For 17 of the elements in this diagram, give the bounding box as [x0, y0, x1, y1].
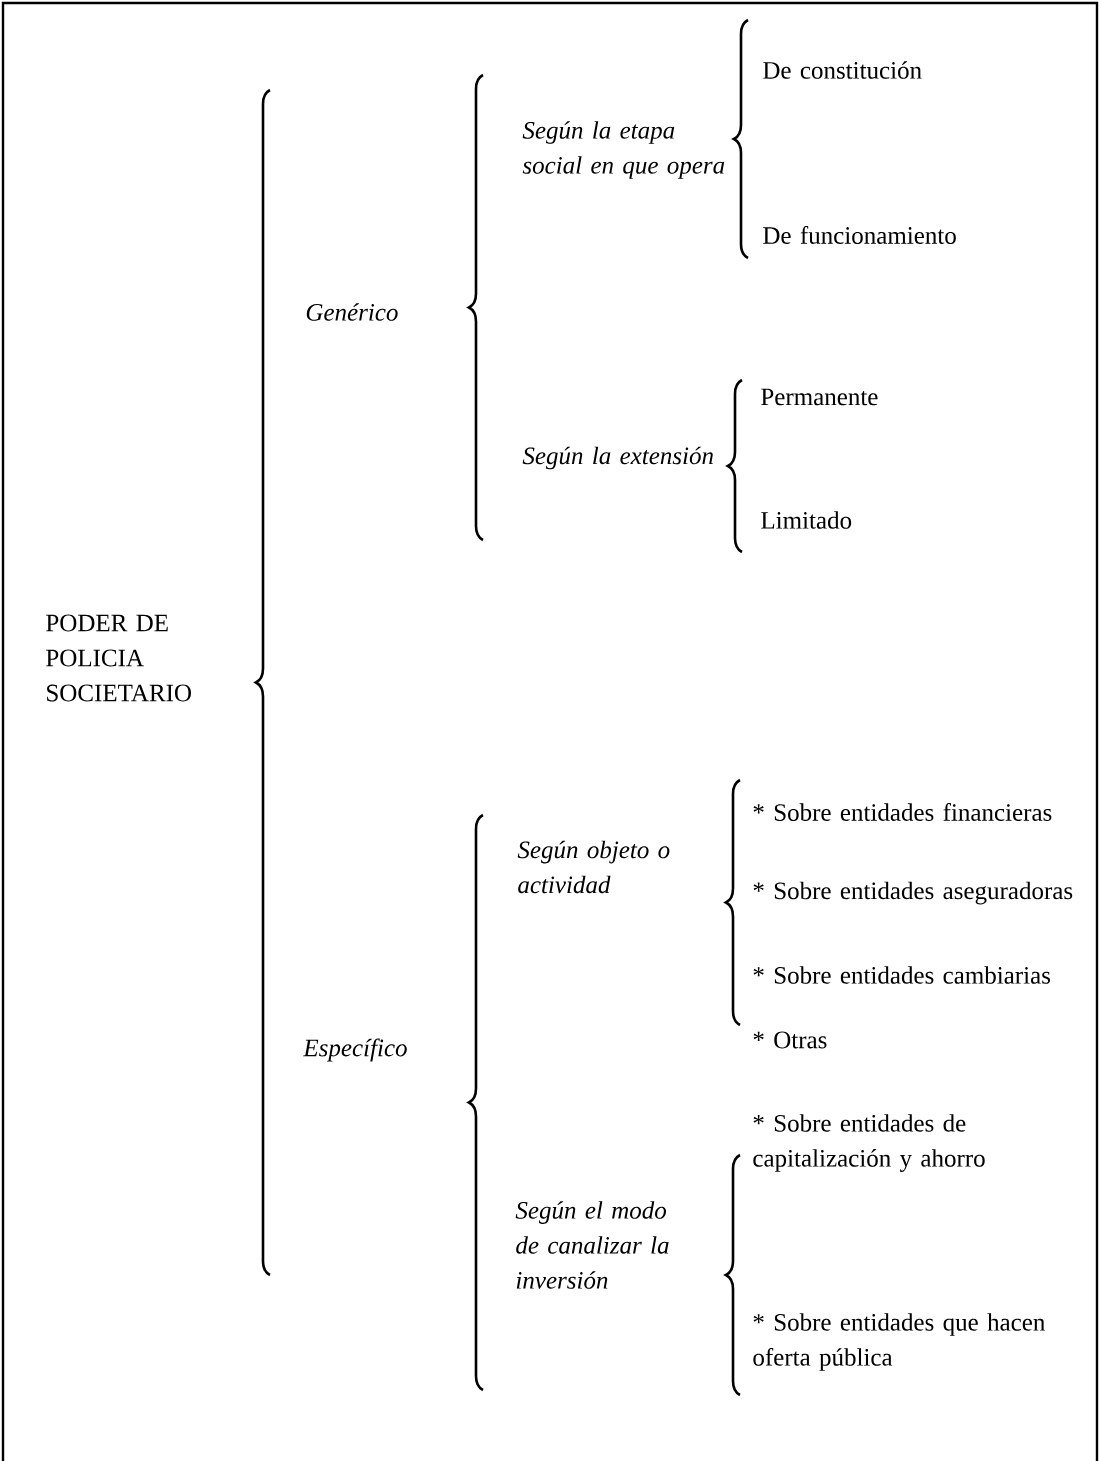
- category-label: * Sobre entidades aseguradoras: [753, 881, 1073, 905]
- category-label: * Sobre entidades cambiarias: [753, 966, 1050, 984]
- category-label: PODER DE POLICIA SOCIETARIO: [46, 614, 191, 702]
- category-label: De constitución: [763, 61, 922, 79]
- category-label: De funcionamiento: [763, 226, 956, 244]
- category-label: Limitado: [761, 511, 852, 529]
- category-label: * Otras: [753, 1031, 827, 1049]
- category-label: Según el modo de canalizar la inversión: [515, 1201, 669, 1289]
- category-label: * Sobre entidades de capitalización y ahorro: [753, 1114, 985, 1172]
- category-label: * Sobre entidades que hacen oferta pública: [753, 1313, 1045, 1371]
- category-label: Permanente: [761, 388, 878, 406]
- category-label: Según la extensión: [522, 446, 713, 470]
- category-label: Según objeto o actividad: [517, 840, 670, 894]
- category-label: * Sobre entidades financieras: [753, 803, 1052, 821]
- category-label: Genérico: [306, 303, 398, 321]
- category-label: Específico: [303, 1038, 407, 1062]
- category-label: Según la etapa social en que opera: [522, 121, 725, 179]
